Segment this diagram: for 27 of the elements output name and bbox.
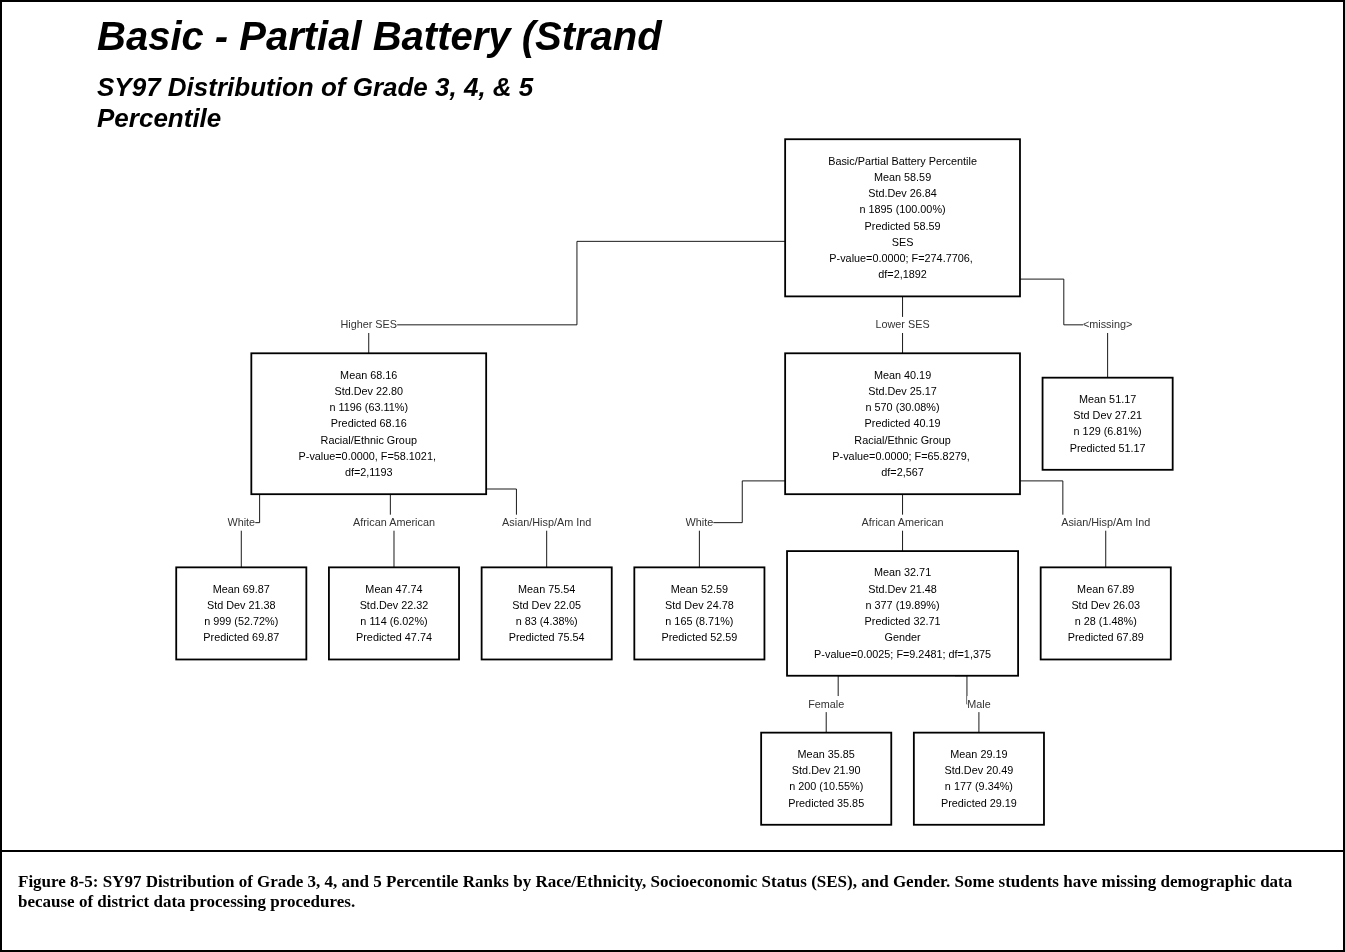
edge-label: Male xyxy=(967,697,991,711)
edge-label: African American xyxy=(861,516,944,529)
edge-label: Asian/Hisp/Am Ind xyxy=(502,516,592,529)
edge-label: White xyxy=(227,516,256,529)
subtitle: SY97 Distribution of Grade 3, 4, & 5 Percentile xyxy=(97,72,535,134)
node-box: Mean 32.71 Std.Dev 21.48 n 377 (19.89%) Predicted 32.71 Gender P-value=0.0025; F=9.2481; df=1,375 xyxy=(786,550,1020,677)
edge-label: Lower SES xyxy=(875,318,930,332)
node-box: Mean 29.19 Std.Dev 20.49 n 177 (9.34%) Predicted 29.19 xyxy=(913,731,1045,826)
node-box: Mean 67.89 Std Dev 26.03 n 28 (1.48%) Predicted 67.89 xyxy=(1039,566,1172,661)
title: Basic - Partial Battery (Strand xyxy=(97,14,662,59)
edge-label: <missing> xyxy=(1082,318,1133,332)
edge-label: Asian/Hisp/Am Ind xyxy=(1061,516,1151,529)
connector xyxy=(368,240,786,354)
edge-label: Female xyxy=(808,697,845,711)
node-box: Mean 51.17 Std Dev 27.21 n 129 (6.81%) Predicted 51.17 xyxy=(1041,376,1174,471)
node-box: Mean 47.74 Std.Dev 22.32 n 114 (6.02%) Predicted 47.74 xyxy=(328,566,460,661)
edge-label: Higher SES xyxy=(340,318,398,332)
node-box: Mean 69.87 Std Dev 21.38 n 999 (52.72%) Predicted 69.87 xyxy=(175,566,308,661)
caption: Figure 8-5: SY97 Distribution of Grade 3, 4, and 5 Percentile Ranks by Race/Ethnicity, Socioeconomic Status (SES), and Gender. Some students have missing demographic data because of district data processing procedures. xyxy=(2,850,1343,950)
node-box: Basic/Partial Battery Percentile Mean 58.59 Std.Dev 26.84 n 1895 (100.00%) Predicted 58.59 SES P-value=0.0000; F=274.7706, df=2,1892 xyxy=(784,138,1021,298)
node-box: Mean 52.59 Std Dev 24.78 n 165 (8.71%) Predicted 52.59 xyxy=(633,566,766,661)
edge-label: African American xyxy=(353,516,435,529)
node-box: Mean 75.54 Std Dev 22.05 n 83 (4.38%) Predicted 75.54 xyxy=(480,566,613,661)
edge-label: White xyxy=(685,516,714,529)
node-box: Mean 35.85 Std.Dev 21.90 n 200 (10.55%) Predicted 35.85 xyxy=(760,731,893,826)
node-box: Mean 68.16 Std.Dev 22.80 n 1196 (63.11%) Predicted 68.16 Racial/Ethnic Group P-value=0.0000, F=58.1021, df=2,1193 xyxy=(250,352,488,496)
node-box: Mean 40.19 Std.Dev 25.17 n 570 (30.08%) Predicted 40.19 Racial/Ethnic Group P-value=0.0000; F=65.8279, df=2,567 xyxy=(784,352,1021,496)
